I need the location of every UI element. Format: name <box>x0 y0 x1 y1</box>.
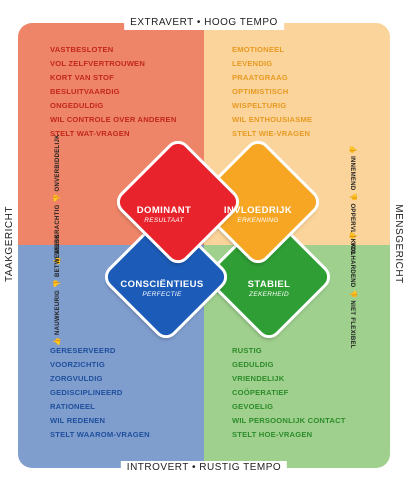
trait-item: ONGEDULDIG <box>50 101 104 110</box>
note-bottom-left-2: BETWETERIG <box>55 234 61 278</box>
trait-item: VOORZICHTIG <box>50 360 105 369</box>
thumb-up-icon: 👍 <box>54 336 61 346</box>
trait-item: WIL PERSOONLIJK CONTACT <box>232 416 346 425</box>
trait-item: GEDISCIPLINEERD <box>50 388 123 397</box>
trait-item: WIL CONTROLE OVER ANDEREN <box>50 115 177 124</box>
trait-item: GEDULDIG <box>232 360 274 369</box>
note-top-right-1: INNEMEND <box>349 156 355 191</box>
conscientieus-subtitle: PERFECTIE <box>142 291 182 298</box>
trait-list-bottom-right: RUSTIG GEDULDIG VRIENDELIJK COÖPERATIEF GEVO… <box>232 344 346 442</box>
thumb-up-icon: 👍 <box>349 145 356 155</box>
tile-invloedrijk-label: INVLOEDRIJK ERKENNING <box>198 205 318 224</box>
conscientieus-title: CONSCIËNTIEUS <box>120 279 204 290</box>
dominant-title: DOMINANT <box>136 205 192 216</box>
caption-extravert: EXTRAVERT • HOOG TEMPO <box>124 16 284 30</box>
trait-item: WIL REDENEN <box>50 416 106 425</box>
note-bottom-right: 👍 VOLHARDEND 👎 NIET FLEXIBEL <box>348 231 356 349</box>
note-top-left-2: ONVERBIDDELIJK <box>55 134 61 192</box>
tile-conscientieus-label: CONSCIËNTIEUS PERFECTIE <box>102 279 222 298</box>
thumb-down-icon: 👎 <box>349 192 356 202</box>
trait-item: LEVENDIG <box>232 59 273 68</box>
trait-item: EMOTIONEEL <box>232 45 285 54</box>
dominant-subtitle: RESULTAAT <box>144 217 184 224</box>
caption-mensgericht: MENSGERICHT <box>392 200 404 288</box>
trait-item: GERESERVEERD <box>50 346 116 355</box>
thumb-down-icon: 👎 <box>349 289 356 299</box>
trait-item: VOL ZELFVERTROUWEN <box>50 59 146 68</box>
trait-item: WISPELTURIG <box>232 101 287 110</box>
trait-item: STELT WIE-VRAGEN <box>232 129 311 138</box>
thumb-down-icon: 👎 <box>54 193 61 203</box>
trait-item: STELT WAAROM-VRAGEN <box>50 430 150 439</box>
trait-item: STELT WAT-VRAGEN <box>50 129 130 138</box>
note-bottom-right-2: NIET FLEXIBEL <box>349 300 355 349</box>
trait-item: PRAATGRAAG <box>232 73 288 82</box>
trait-list-top-left: VASTBESLOTEN VOL ZELFVERTROUWEN KORT VAN S… <box>50 43 177 141</box>
trait-item: STELT HOE-VRAGEN <box>232 430 313 439</box>
note-bottom-left-1: NAUWKEURIG <box>55 289 61 335</box>
trait-item: VRIENDELIJK <box>232 374 285 383</box>
trait-item: ZORGVULDIG <box>50 374 103 383</box>
note-bottom-left: 👍 NAUWKEURIG 👎 BETWETERIG <box>54 234 62 346</box>
trait-item: KORT VAN STOF <box>50 73 114 82</box>
trait-list-top-right: EMOTIONEEL LEVENDIG PRAATGRAAG OPTIMISTISCH… <box>232 43 312 141</box>
trait-item: GEVOELIG <box>232 402 274 411</box>
tile-dominant-label: DOMINANT RESULTAAT <box>104 205 224 224</box>
trait-item: WIL ENTHOUSIASME <box>232 115 313 124</box>
thumb-down-icon: 👎 <box>54 278 61 289</box>
stabiel-title: STABIEL <box>247 279 291 290</box>
caption-taakgericht: TAAKGERICHT <box>4 202 16 286</box>
invloedrijk-title: INVLOEDRIJK <box>223 205 293 216</box>
stabiel-subtitle: ZEKERHEID <box>249 291 289 298</box>
trait-item: VASTBESLOTEN <box>50 45 114 54</box>
trait-item: COÖPERATIEF <box>232 388 289 397</box>
tile-stabiel-label: STABIEL ZEKERHEID <box>209 279 329 298</box>
trait-item: OPTIMISTISCH <box>232 87 289 96</box>
trait-item: BESLUITVAARDIG <box>50 87 120 96</box>
thumb-up-icon: 👍 <box>349 231 356 241</box>
note-bottom-right-1: VOLHARDEND <box>349 242 355 288</box>
trait-list-bottom-left: GERESERVEERD VOORZICHTIG ZORGVULDIG GEDISCI… <box>50 344 150 442</box>
invloedrijk-subtitle: ERKENNING <box>237 217 279 224</box>
caption-introvert: INTROVERT • RUSTIG TEMPO <box>120 461 288 475</box>
trait-item: RUSTIG <box>232 346 262 355</box>
trait-item: RATIONEEL <box>50 402 96 411</box>
